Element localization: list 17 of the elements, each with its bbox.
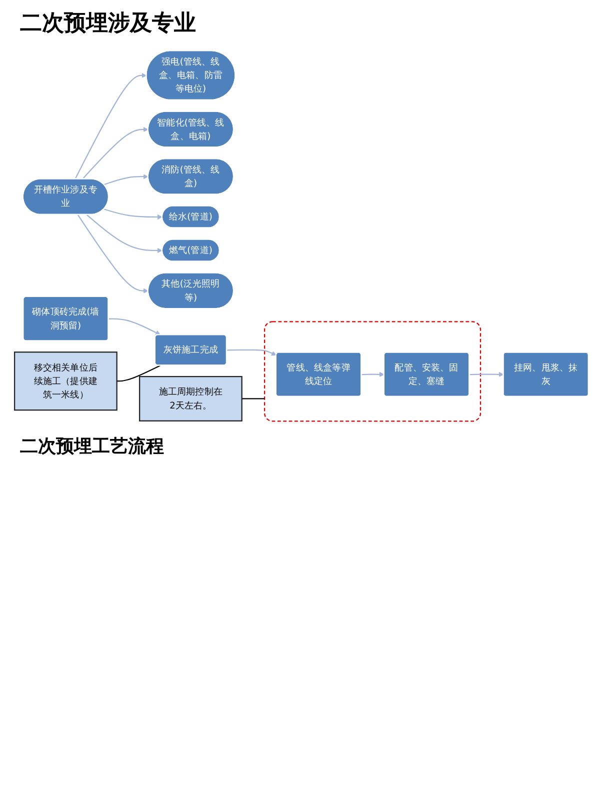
arrow [226,349,276,356]
section-heading: 二次预埋工艺流程 [20,434,165,458]
node-box: 施工周期控制在2天左右。 [139,376,242,422]
arrow [108,318,161,336]
heading: 二次预埋涉及专业 [20,9,197,38]
connector [242,398,265,400]
arrow [104,174,148,186]
connector [116,364,161,382]
arrow [74,72,147,180]
arrow [82,126,148,180]
arrow [361,372,384,377]
arrow [86,214,162,254]
node-box: 移交相关单位后续施工（提供建筑一米线） [14,352,118,411]
arrow [469,372,504,377]
cluster [264,321,482,422]
arrow [104,208,162,220]
arrow [77,214,148,294]
